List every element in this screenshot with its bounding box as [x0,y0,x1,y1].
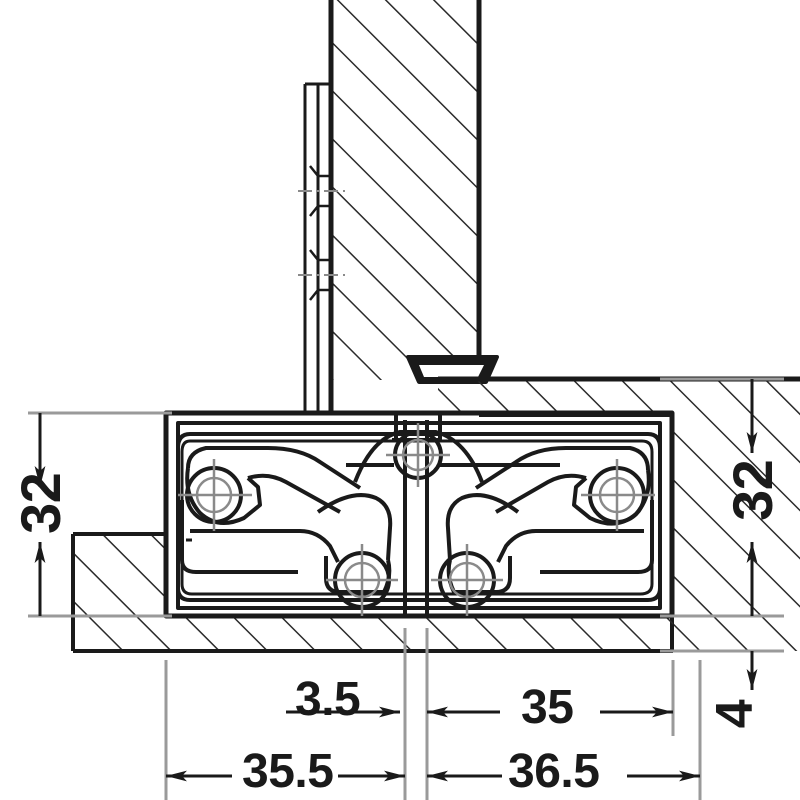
pivot-upper-center [386,423,450,487]
dimension-label-36p5: 36.5 [508,745,600,798]
dimension-label-35: 35 [521,681,574,734]
mounting-plate-strip [298,82,345,412]
pivot-lower-left [326,544,398,616]
dimension-label-right-32: 32 [721,459,784,521]
dimension-label-left-32: 32 [9,472,72,534]
cabinet-door-panel [328,0,482,412]
dimension-label-3p5: 3.5 [295,673,361,726]
dimension-label-35p5: 35.5 [242,745,334,798]
pivot-lower-right [431,544,503,616]
extension-lines [28,377,784,800]
pivot-left [178,459,252,531]
pivot-right [581,459,655,531]
dimension-label-right-4: 4 [706,699,764,729]
